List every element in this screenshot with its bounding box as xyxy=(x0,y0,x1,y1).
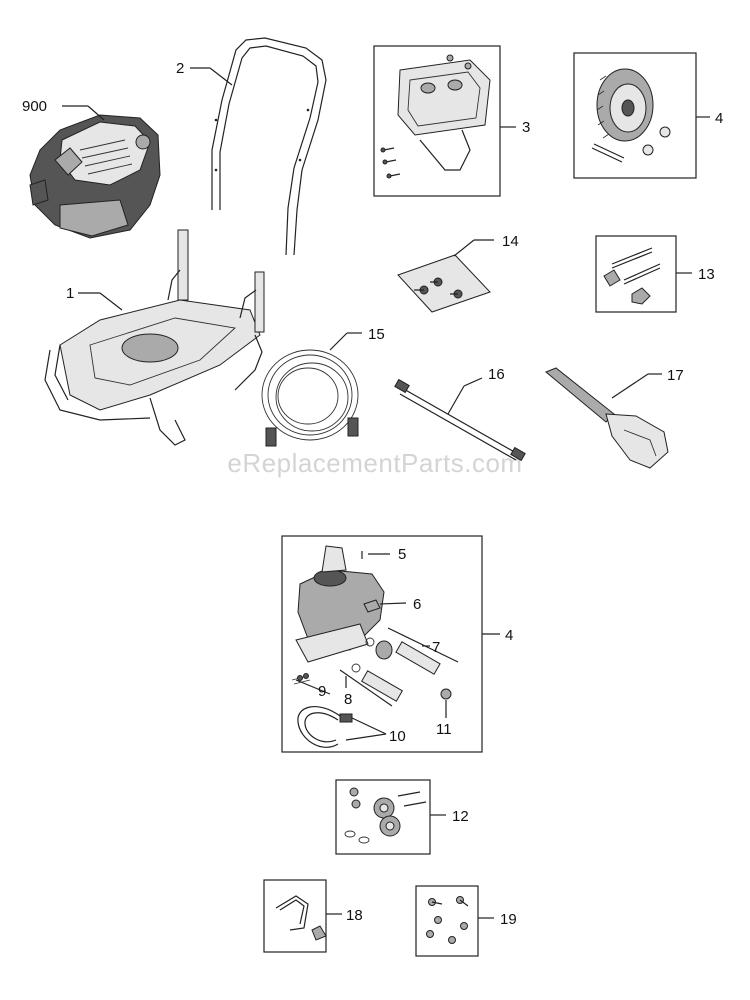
valve-assembly-illustration xyxy=(351,663,404,702)
part-label-4[interactable]: 4 xyxy=(715,110,723,127)
part-label-16[interactable]: 15 xyxy=(368,326,385,343)
part-label-900[interactable]: 900 xyxy=(22,98,47,115)
part-label-5[interactable]: 4 xyxy=(505,627,513,644)
watermark-text: eReplacementParts.com xyxy=(227,448,522,478)
bolts-illustration xyxy=(603,247,661,305)
hardware-bag-illustration xyxy=(397,254,491,313)
part-label-8[interactable]: 7 xyxy=(432,639,440,656)
frame-base-illustration xyxy=(44,229,265,446)
bearings-illustration xyxy=(344,787,427,844)
part-label-9[interactable]: 8 xyxy=(344,691,352,708)
part-label-19[interactable]: 18 xyxy=(346,907,363,924)
part-label-3[interactable]: 3 xyxy=(522,119,530,136)
spray-gun-illustration xyxy=(545,367,669,469)
hose-illustration xyxy=(261,349,359,447)
bracket-illustration xyxy=(380,54,491,179)
part-label-11[interactable]: 10 xyxy=(389,728,406,745)
wheel-illustration xyxy=(591,68,671,163)
clip-illustration xyxy=(275,895,327,941)
part-label-7[interactable]: 6 xyxy=(413,596,421,613)
handle-illustration xyxy=(211,37,327,256)
part-label-12[interactable]: 11 xyxy=(436,721,452,738)
part-label-1[interactable]: 1 xyxy=(66,285,74,302)
pump-illustration xyxy=(291,545,385,685)
part-label-20[interactable]: 19 xyxy=(500,911,517,928)
part-box-19 xyxy=(263,879,327,953)
part-label-17[interactable]: 16 xyxy=(488,366,505,383)
wand-illustration xyxy=(394,378,526,462)
part-label-18[interactable]: 17 xyxy=(667,367,684,384)
engine-illustration xyxy=(29,114,161,239)
part-label-10[interactable]: 9 xyxy=(318,683,326,700)
unloader-valve-illustration xyxy=(365,637,441,675)
part-label-6[interactable]: 5 xyxy=(398,546,406,563)
part-label-2[interactable]: 2 xyxy=(176,60,184,77)
part-label-14[interactable]: 13 xyxy=(698,266,715,283)
part-label-13[interactable]: 12 xyxy=(452,808,469,825)
fasteners-illustration xyxy=(426,896,469,944)
part-label-15[interactable]: 14 xyxy=(502,233,519,250)
part-box-20 xyxy=(415,885,479,957)
